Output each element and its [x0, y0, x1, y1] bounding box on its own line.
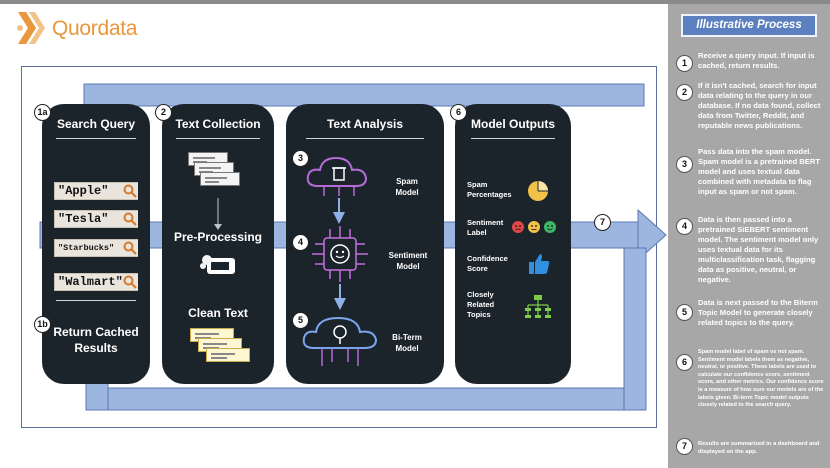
down-arrow-icon [333, 198, 345, 224]
top-border [0, 0, 830, 4]
search-icon[interactable] [122, 240, 138, 256]
spam-model-line-2: Model [395, 188, 419, 197]
search-query-card: Search Query "Apple" "Tesla" "Starbucks"… [42, 104, 150, 384]
search-icon[interactable] [122, 274, 138, 290]
panel-step-3-text: Pass data into the spam model. Spam mode… [698, 147, 820, 196]
flow-pipe-top [83, 83, 645, 107]
output-confidence-line-2: Score [467, 264, 488, 273]
panel-step-4-badge: 4 [676, 218, 693, 235]
output-confidence-score: Confidence Score [467, 254, 508, 274]
panel-step-3-badge: 3 [676, 156, 693, 173]
biterm-model-line-2: Model [395, 344, 419, 353]
panel-step-4-text: Data is then passed into a pretrained Si… [698, 215, 819, 284]
step-badge-7: 7 [594, 214, 611, 231]
brand-logo: Quordata [14, 10, 144, 50]
text-collection-title: Text Collection [175, 117, 261, 131]
step-badge-5: 5 [292, 312, 309, 329]
step-badge-1b: 1b [34, 316, 51, 333]
quordata-logo-icon [17, 12, 45, 44]
text-analysis-card: Text Analysis Spam Model Sentiment Model [286, 104, 444, 384]
model-outputs-divider [471, 138, 555, 139]
topic-tree-icon [525, 295, 551, 318]
document-icon [200, 172, 240, 186]
clean-text-label: Clean Text [188, 306, 248, 320]
search-icon[interactable] [122, 211, 138, 227]
step-badge-4: 4 [292, 234, 309, 251]
output-sentiment-line-1: Sentiment [467, 218, 504, 227]
sentiment-model-line-1: Sentiment [388, 251, 428, 260]
flow-pipe-right-vertical [623, 247, 647, 411]
spam-model-line-1: Spam [396, 177, 418, 186]
spam-model-label: Spam Model [382, 176, 432, 198]
preprocessing-label: Pre-Processing [173, 230, 263, 244]
emoji-faces-icon [512, 221, 556, 233]
panel-step-6-badge: 6 [676, 354, 693, 371]
step-badge-1a: 1a [34, 104, 51, 121]
chip-face-icon [312, 226, 368, 282]
biterm-model-line-1: Bi-Term [392, 333, 422, 342]
text-collection-divider [176, 138, 260, 139]
panel-step-7-badge: 7 [676, 438, 693, 455]
search-icon[interactable] [122, 183, 138, 199]
panel-step-1-badge: 1 [676, 55, 693, 72]
panel-step-6-text: Spam model label of spam vs not spam. Se… [698, 349, 824, 409]
illustrative-process-panel: Illustrative Process 1 Receive a query i… [668, 4, 830, 468]
panel-step-5-text: Data is next passed to the Biterm Topic … [698, 298, 818, 327]
output-topics-line-3: Topics [467, 310, 491, 319]
text-analysis-title: Text Analysis [326, 117, 404, 131]
cloud-idea-icon [302, 316, 378, 366]
cached-line-2: Results [74, 341, 118, 355]
sentiment-model-label: Sentiment Model [378, 250, 438, 272]
clean-document-icon [206, 348, 250, 362]
step-badge-3: 3 [292, 150, 309, 167]
cleaning-icon [200, 255, 235, 274]
brand-name: Quordata [52, 17, 138, 40]
output-spam-line-1: Spam [467, 180, 488, 189]
cached-results-label: Return Cached Results [42, 324, 150, 356]
output-confidence-line-1: Confidence [467, 254, 508, 263]
output-topics-line-1: Closely [467, 290, 494, 299]
search-query-title: Search Query [56, 117, 136, 131]
query-walmart[interactable]: "Walmart" [54, 273, 138, 291]
panel-step-1-text: Receive a query input. If input is cache… [698, 51, 815, 70]
panel-step-7-text: Results are summarized in a dashboard an… [698, 441, 820, 455]
output-spam-percentages: Spam Percentages [467, 180, 512, 200]
output-sentiment-line-2: Label [467, 228, 487, 237]
step-badge-6: 6 [450, 104, 467, 121]
query-tesla[interactable]: "Tesla" [54, 210, 138, 228]
cloud-trash-icon [306, 156, 368, 196]
cached-line-1: Return Cached [53, 325, 139, 339]
thumbs-up-icon [529, 254, 550, 274]
model-outputs-title: Model Outputs [471, 117, 555, 131]
panel-step-2-text: If it isn't cached, search for input dat… [698, 81, 821, 130]
output-related-topics: Closely Related Topics [467, 290, 494, 320]
model-outputs-card: Model Outputs Spam Percentages Sentiment… [455, 104, 571, 384]
text-collection-card: Text Collection Pre-Processing Clean Tex… [162, 104, 274, 384]
text-analysis-divider [306, 138, 424, 139]
flow-pipe-bottom [85, 387, 647, 411]
output-spam-line-2: Percentages [467, 190, 512, 199]
pie-chart-icon [528, 181, 548, 201]
panel-step-2-badge: 2 [676, 84, 693, 101]
biterm-model-label: Bi-Term Model [380, 332, 434, 354]
search-query-divider-bottom [56, 300, 136, 301]
panel-step-5-badge: 5 [676, 304, 693, 321]
output-sentiment-label: Sentiment Label [467, 218, 503, 238]
panel-title: Illustrative Process [681, 14, 817, 37]
down-arrow-icon [334, 284, 346, 310]
search-query-divider-top [56, 138, 136, 139]
sentiment-model-line-2: Model [396, 262, 420, 271]
down-arrow-icon [214, 198, 222, 230]
output-topics-line-2: Related [467, 300, 495, 309]
step-badge-2: 2 [155, 104, 172, 121]
